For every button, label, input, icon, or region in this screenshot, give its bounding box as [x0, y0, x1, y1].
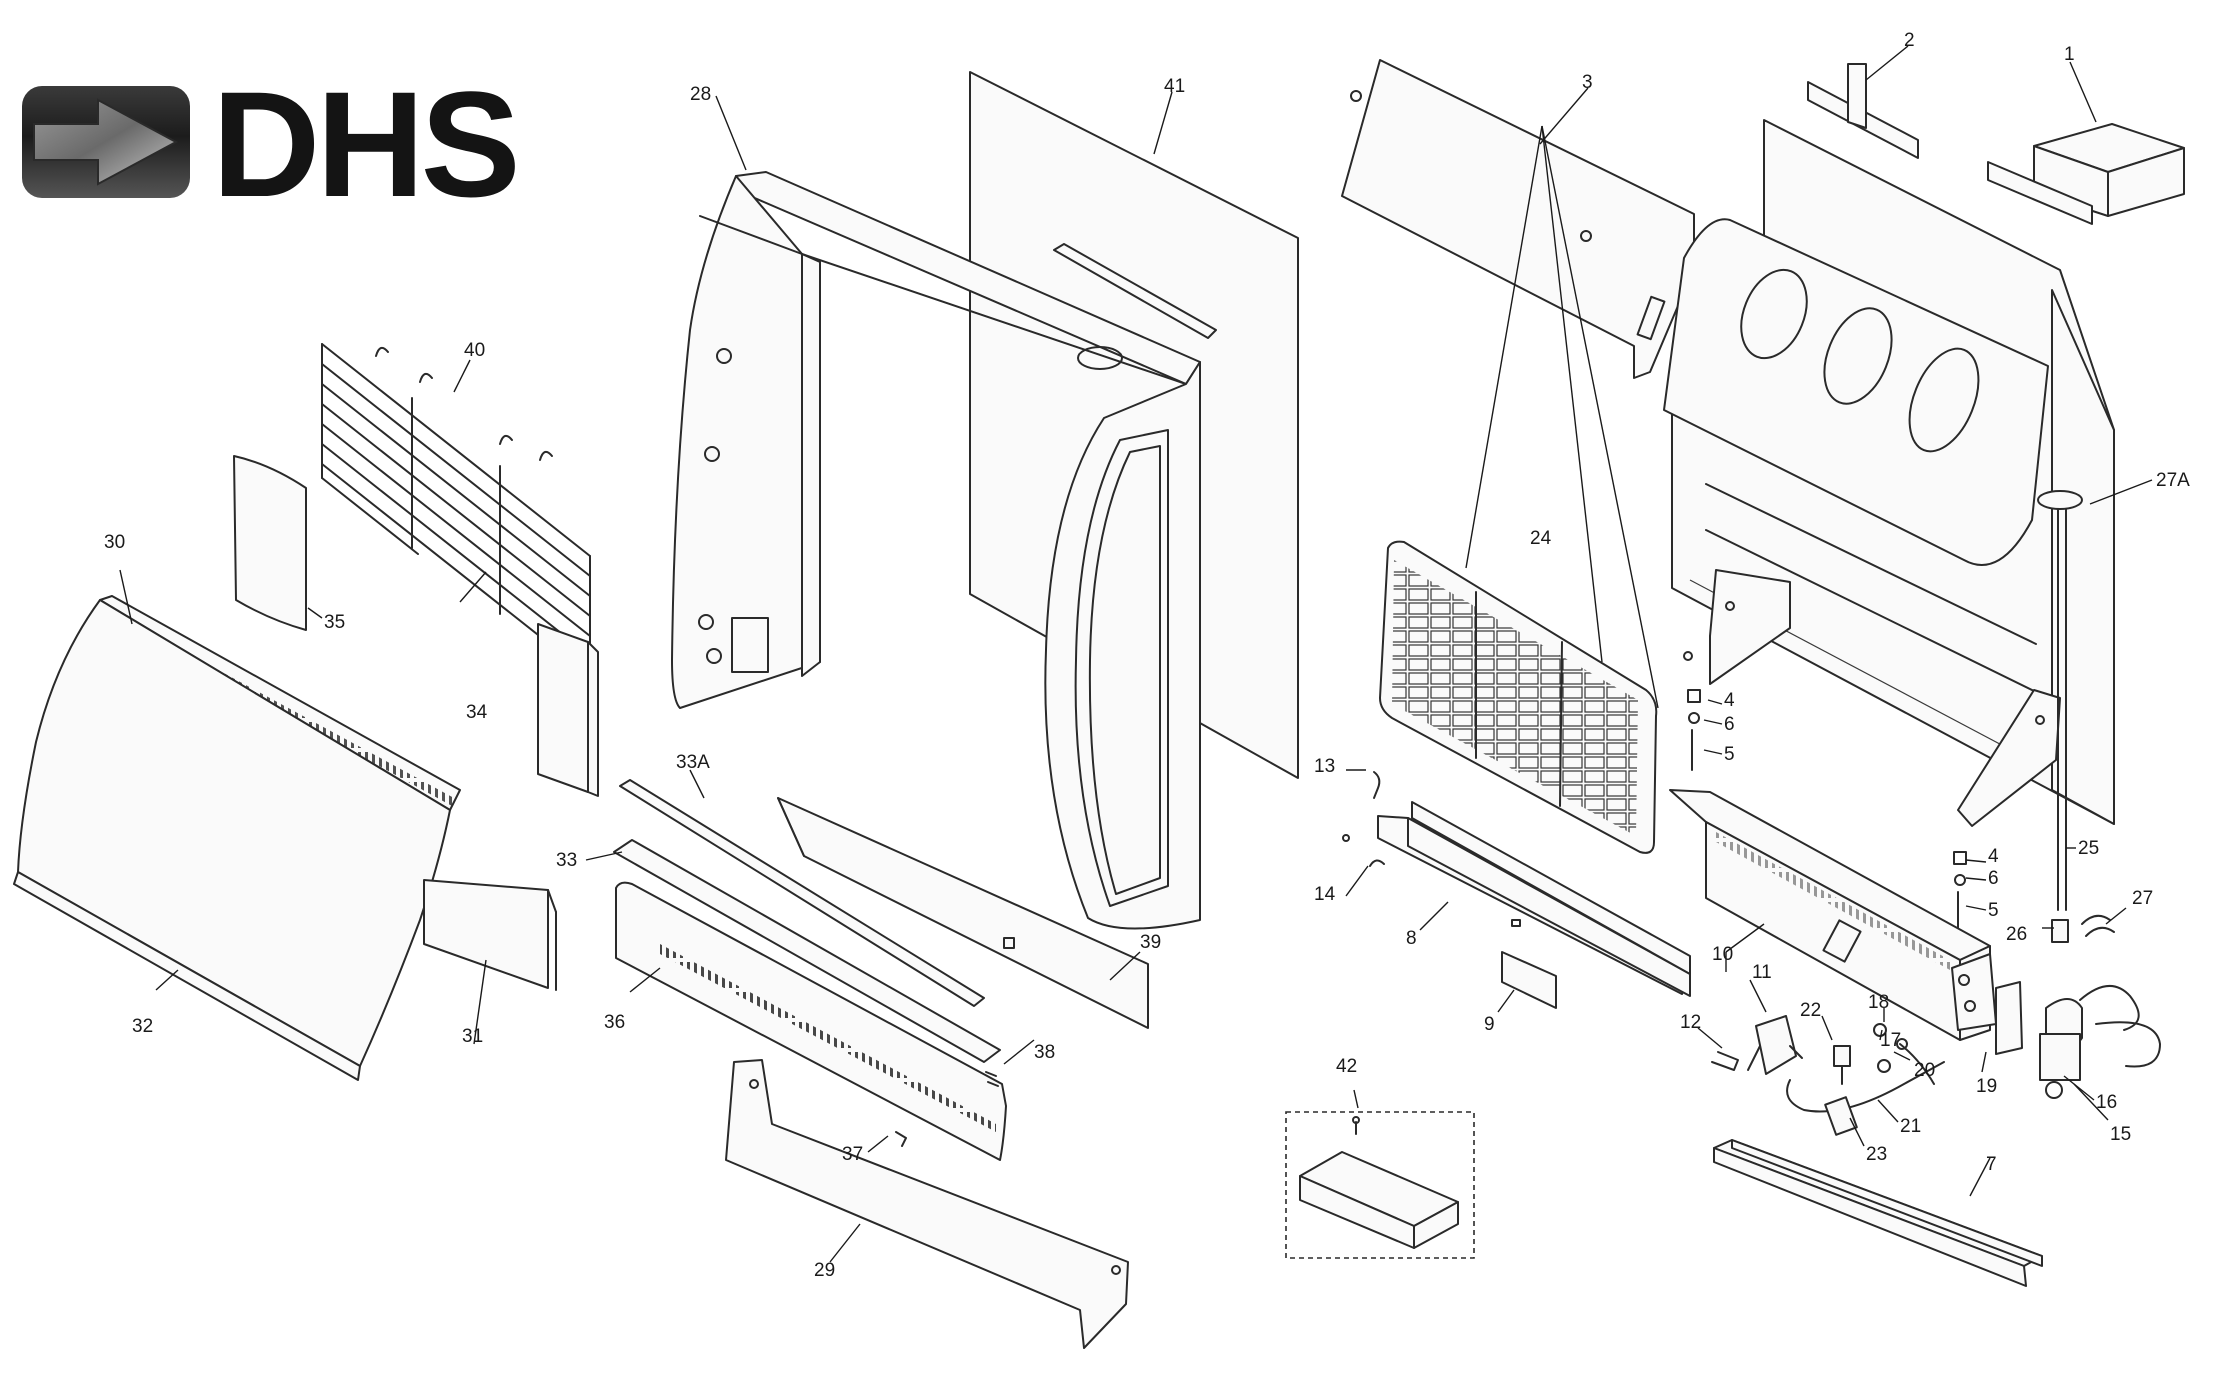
callout-13: 13 [1314, 756, 1335, 777]
callout-34: 34 [466, 702, 488, 723]
callout-5b: 5 [1988, 900, 1999, 921]
callout-1: 1 [2064, 44, 2075, 65]
callout-3: 3 [1582, 72, 1593, 93]
logo-arrow-icon [33, 98, 179, 186]
callout-22: 22 [1800, 1000, 1821, 1021]
part-33a-rail [619, 779, 985, 1007]
callout-27a: 27A [2156, 470, 2190, 491]
part-33-rail [613, 839, 1001, 1063]
part-21-22-tubes [1786, 1043, 1945, 1113]
callout-11: 11 [1752, 962, 1772, 983]
callout-18: 18 [1868, 992, 1889, 1013]
callout-16: 16 [2096, 1092, 2117, 1113]
callout-30: 30 [104, 532, 125, 553]
part-36-louvered-panel [615, 881, 1007, 1161]
callout-37: 37 [842, 1144, 863, 1165]
callout-20: 20 [1914, 1060, 1935, 1081]
part-29-base [725, 1059, 1129, 1349]
part-12-clip [1711, 1051, 1739, 1071]
callout-15: 15 [2110, 1124, 2131, 1145]
part-1-box [1987, 123, 2185, 225]
callout-labels: 1234455667891011121314151617181920212223… [104, 30, 2190, 1281]
part-13-14-clips [1342, 771, 1385, 867]
part-28-cabinet [671, 171, 1201, 930]
firebox-assembly [1663, 119, 2115, 827]
part-9-plate [1501, 951, 1557, 1009]
part-15-16-valve [2039, 985, 2161, 1099]
part-4-5-6-hardware [1683, 651, 1967, 929]
part-7-channel [1713, 1139, 2043, 1287]
callout-6a: 6 [1724, 714, 1735, 735]
part-25-27a-rod [2037, 490, 2083, 911]
callout-28: 28 [690, 84, 711, 105]
callout-25: 25 [2078, 838, 2099, 859]
callout-12: 12 [1680, 1012, 1701, 1033]
part-31-side-bracket [423, 879, 557, 991]
callout-27: 27 [2132, 888, 2153, 909]
part-17-18-20-fittings [1873, 1023, 1908, 1073]
callout-32: 32 [132, 1016, 153, 1037]
callout-38: 38 [1034, 1042, 1055, 1063]
part-37-38-screws [895, 1071, 999, 1147]
callout-10: 10 [1712, 944, 1733, 965]
part-11-pilot [1747, 1015, 1803, 1075]
callout-19: 19 [1976, 1076, 1997, 1097]
part-41-top-strip [1053, 243, 1217, 339]
part-24-grille [1379, 540, 1658, 854]
callout-23: 23 [1866, 1144, 1887, 1165]
callout-40: 40 [464, 340, 485, 361]
callout-5a: 5 [1724, 744, 1735, 765]
part-40-guard [321, 343, 591, 677]
part-3-baffle [1341, 59, 1695, 379]
callout-35: 35 [324, 612, 345, 633]
part-19-plate [1995, 981, 2023, 1055]
part-10-burner [1669, 789, 1997, 1041]
callout-33: 33 [556, 850, 577, 871]
callout-9: 9 [1484, 1014, 1495, 1035]
callout-17: 17 [1880, 1030, 1901, 1051]
callout-31: 31 [462, 1026, 483, 1047]
part-2-bracket [1807, 63, 1919, 159]
callout-14: 14 [1314, 884, 1336, 905]
part-39-bottom-channel [777, 797, 1149, 1029]
part-35-deflector [233, 455, 307, 631]
part-42-box [1285, 1111, 1475, 1259]
callout-33a: 33A [676, 752, 710, 773]
part-34-side-shield [537, 623, 599, 797]
callout-7: 7 [1986, 1154, 1997, 1175]
callout-24: 24 [1530, 528, 1552, 549]
callout-41: 41 [1164, 76, 1185, 97]
callout-21: 21 [1900, 1116, 1921, 1137]
leader-lines [119, 45, 2153, 1263]
part-30-32-front-panel [13, 595, 461, 1081]
callout-26: 26 [2006, 924, 2027, 945]
callout-2: 2 [1904, 30, 1915, 51]
part-26-27-fittings [2051, 914, 2115, 943]
callout-6b: 6 [1988, 868, 1999, 889]
callout-39: 39 [1140, 932, 1161, 953]
callout-29: 29 [814, 1260, 835, 1281]
part-23-fitting [1824, 1096, 1858, 1136]
callout-8: 8 [1406, 928, 1417, 949]
callout-4b: 4 [1988, 846, 1999, 867]
callout-4a: 4 [1724, 690, 1735, 711]
logo-text: DHS [212, 60, 517, 228]
part-8-bracket [1377, 801, 1691, 997]
dhs-logo: DHS [22, 60, 521, 228]
callout-36: 36 [604, 1012, 625, 1033]
callout-42: 42 [1336, 1056, 1357, 1077]
